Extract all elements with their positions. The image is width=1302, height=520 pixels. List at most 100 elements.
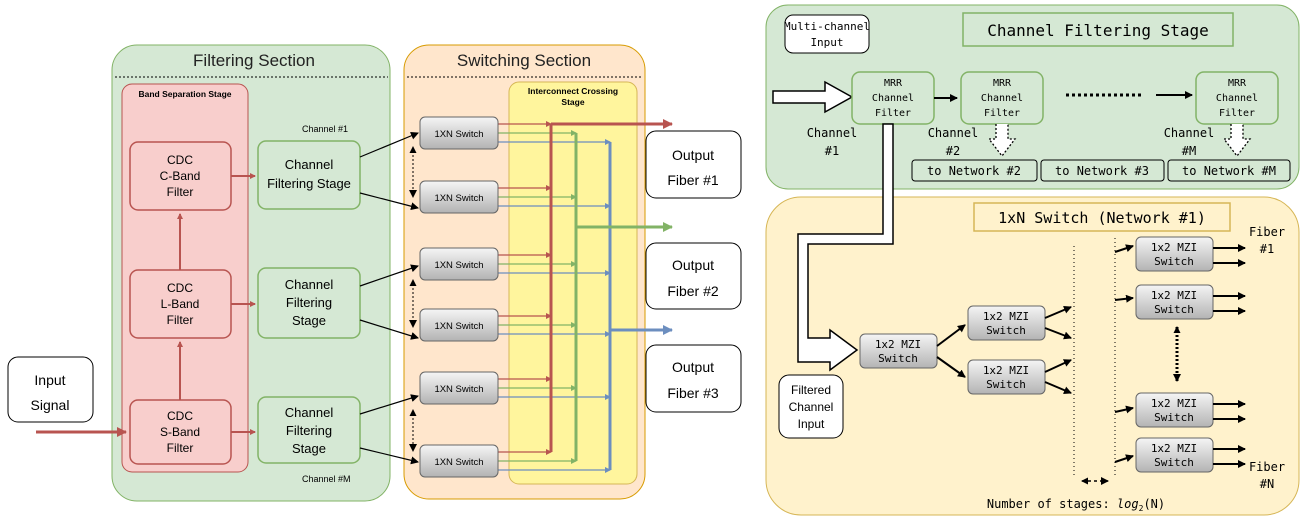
stage2-to-switch4: [359, 319, 419, 340]
filtered-channel-arrow: [797, 123, 894, 372]
channel-m-drop-arrow: [1222, 124, 1252, 158]
svg-text:#N: #N: [1260, 477, 1274, 491]
svg-text:Filtering Stage: Filtering Stage: [267, 176, 351, 191]
interconnect-wiring: [498, 119, 673, 473]
svg-text:MRR: MRR: [993, 78, 1012, 89]
svg-text:Fiber: Fiber: [1249, 225, 1285, 239]
switch-1xn-2: 1XN Switch: [419, 180, 499, 214]
switch-1xn-5: 1XN Switch: [419, 371, 499, 405]
stage3-to-switch6: [359, 447, 419, 465]
mrr-filter-m: MRR Channel Filter: [1195, 71, 1279, 125]
channel-filtering-stage-2: Channel Filtering Stage: [257, 267, 361, 339]
output-fiber-2: Output Fiber #2: [645, 242, 742, 310]
svg-text:MRR: MRR: [1228, 78, 1247, 89]
svg-text:Channel: Channel: [872, 93, 914, 104]
svg-text:#2: #2: [946, 144, 960, 158]
svg-text:Fiber #3: Fiber #3: [667, 385, 719, 401]
svg-text:1x2 MZI: 1x2 MZI: [983, 310, 1029, 323]
svg-text:Switch: Switch: [1154, 456, 1194, 469]
stage1-to-switch1: [359, 131, 419, 158]
input-signal-label-1: Input: [34, 372, 65, 388]
left-1xn-switches: 1XN Switch 1XN Switch 1XN Switch 1XN Swi…: [419, 116, 499, 478]
switch-1xn-4: 1XN Switch: [419, 308, 499, 342]
to-network-m: to Network #M: [1167, 159, 1291, 182]
svg-text:Filtering: Filtering: [286, 423, 332, 438]
to-network-2: to Network #2: [911, 159, 1038, 182]
svg-text:#1: #1: [1260, 242, 1274, 256]
channel-filtering-stage-1: Channel Filtering Stage: [257, 140, 361, 210]
svg-text:CDC: CDC: [167, 281, 193, 295]
svg-text:Filter: Filter: [875, 108, 911, 119]
channel-filtering-stage-3: Channel Filtering Stage: [257, 396, 361, 464]
svg-text:1x2 MZI: 1x2 MZI: [1151, 397, 1197, 410]
svg-text:#M: #M: [1182, 144, 1196, 158]
band-filter-l: CDC L-Band Filter: [129, 269, 232, 339]
interconnect-title-2: Stage: [561, 97, 584, 107]
svg-text:Filter: Filter: [167, 313, 194, 327]
svg-text:1x2 MZI: 1x2 MZI: [875, 338, 921, 351]
mzi-stage2-bottom: 1x2 MZI Switch: [967, 359, 1046, 395]
svg-text:Channel: Channel: [789, 400, 834, 414]
svg-text:Multi-channel: Multi-channel: [784, 20, 870, 33]
multi-channel-input-arrow: [772, 80, 854, 114]
switching-section-title: Switching Section: [457, 51, 591, 70]
channel-filtering-stage-title-box: [962, 12, 1234, 47]
band-separation-title: Band Separation Stage: [138, 89, 231, 99]
svg-text:L-Band: L-Band: [161, 297, 200, 311]
svg-text:Fiber #2: Fiber #2: [667, 283, 719, 299]
svg-text:Channel: Channel: [981, 93, 1023, 104]
switch-1xn-1: 1XN Switch: [419, 116, 499, 150]
input-signal-box: [7, 356, 94, 423]
svg-text:Stage: Stage: [292, 441, 326, 456]
svg-text:1XN Switch: 1XN Switch: [434, 260, 483, 271]
channel-m-label: Channel #M: [302, 474, 351, 484]
mzi-tree-arrows: [936, 244, 1246, 468]
switch-1xn-3: 1XN Switch: [419, 247, 499, 281]
svg-text:Switch: Switch: [986, 324, 1026, 337]
left-diagram: Input Signal Filtering Section Band Sepa…: [7, 44, 742, 502]
svg-text:Switch: Switch: [1154, 255, 1194, 268]
svg-text:Filtered: Filtered: [791, 383, 831, 397]
right-diagram: Multi-channel Input Channel Filtering St…: [765, 4, 1300, 516]
svg-text:to Network #3: to Network #3: [1055, 164, 1149, 178]
svg-text:Switch: Switch: [1154, 411, 1194, 424]
svg-text:Channel: Channel: [928, 126, 979, 140]
mrr-filter-2: MRR Channel Filter: [960, 71, 1044, 125]
svg-text:1x2 MZI: 1x2 MZI: [1151, 442, 1197, 455]
svg-text:Channel: Channel: [807, 126, 858, 140]
svg-text:CDC: CDC: [167, 409, 193, 423]
svg-text:Switch: Switch: [878, 352, 918, 365]
svg-text:Fiber #1: Fiber #1: [667, 172, 719, 188]
switch-1xn-6: 1XN Switch: [419, 444, 499, 478]
svg-text:Filter: Filter: [167, 185, 194, 199]
svg-text:1XN Switch: 1XN Switch: [434, 321, 483, 332]
band-filter-c: CDC C-Band Filter: [129, 141, 232, 211]
filtering-section-title: Filtering Section: [193, 51, 315, 70]
svg-text:Output: Output: [672, 359, 714, 375]
svg-text:Stage: Stage: [292, 313, 326, 328]
mrr-filter-1: MRR Channel Filter: [851, 71, 935, 125]
to-network-3: to Network #3: [1040, 159, 1165, 182]
svg-text:1XN Switch: 1XN Switch: [434, 457, 483, 468]
stage1-to-switch2: [359, 192, 419, 211]
channel-1-label: Channel #1: [302, 124, 348, 134]
svg-text:Switch: Switch: [1154, 303, 1194, 316]
mzi-stage2-top: 1x2 MZI Switch: [967, 305, 1046, 341]
mzi-final-4: 1x2 MZI Switch: [1135, 437, 1214, 473]
svg-text:C-Band: C-Band: [160, 169, 201, 183]
svg-text:Channel: Channel: [1164, 126, 1215, 140]
svg-text:Filter: Filter: [167, 441, 194, 455]
svg-text:Input: Input: [798, 417, 825, 431]
interconnect-title-1: Interconnect Crossing: [528, 86, 618, 96]
svg-text:Filtering: Filtering: [286, 295, 332, 310]
svg-text:Input: Input: [810, 36, 843, 49]
switch-network-panel: [765, 196, 1300, 516]
svg-text:1x2 MZI: 1x2 MZI: [1151, 241, 1197, 254]
channel-filtering-stage-title: Channel Filtering Stage: [987, 21, 1209, 40]
band-filter-s: CDC S-Band Filter: [129, 399, 232, 465]
interconnect-crossing-stage: [508, 81, 638, 485]
svg-text:Switch: Switch: [986, 378, 1026, 391]
svg-text:1XN Switch: 1XN Switch: [434, 384, 483, 395]
switch-network-title: 1xN Switch (Network #1): [998, 209, 1206, 227]
